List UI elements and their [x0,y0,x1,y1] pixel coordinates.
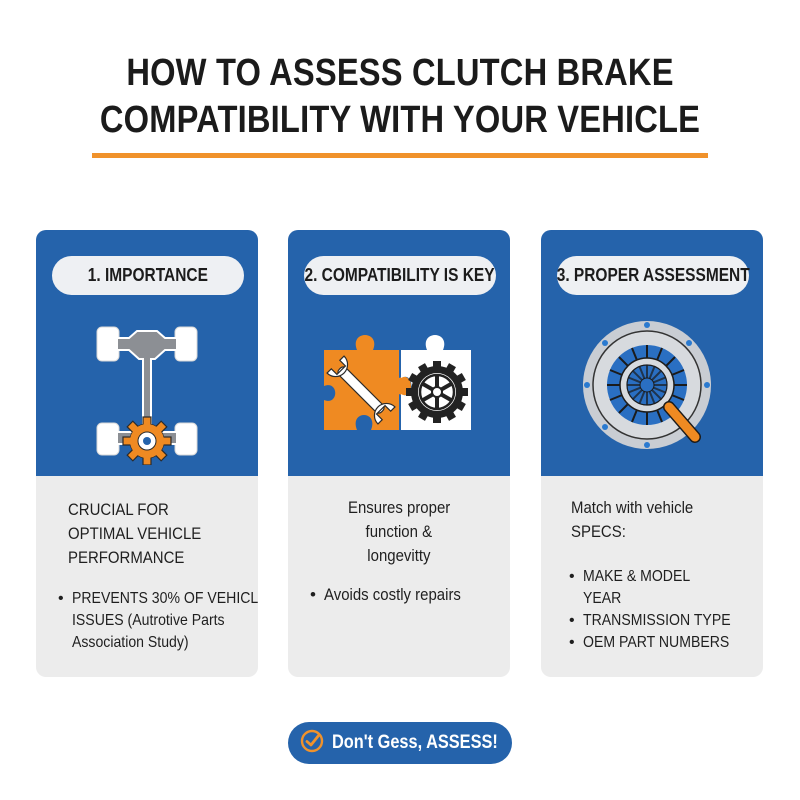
title-underline [92,153,708,158]
card-heading-pill: 1. IMPORTANCE [52,256,244,295]
bullet-dot: • [310,585,316,604]
bullet-item: • MAKE & MODEL YEAR [569,568,691,607]
card-body: Ensures proper function & longevitty • A… [288,476,510,677]
page-title: HOW TO ASSESS CLUTCH BRAKE COMPATIBILITY… [56,50,744,144]
card-body: CRUCIAL FOR OPTIMAL VEHICLE PERFORMANCE … [36,476,258,677]
card-lead-text: Ensures proper function & longevitty [347,498,451,565]
card-compatibility: 2. COMPATIBILITY IS KEY [288,230,510,677]
title-line-1: HOW TO ASSESS CLUTCH BRAKE [126,52,674,94]
card-heading: 1. IMPORTANCE [87,265,209,285]
card-heading-pill: 3. PROPER ASSESSMENT [557,256,749,295]
spec-bullet-list: • MAKE & MODEL YEAR • TRANSMISSION TYPE … [569,566,751,654]
bullet-item: • Avoids costly repairs [310,585,461,604]
bullet-dot: • [569,568,575,585]
card-body: Match with vehicle SPECS: • MAKE & MODEL… [541,476,763,677]
card-heading: 2. COMPATIBILITY IS KEY [304,265,496,285]
bullet-item: • OEM PART NUMBERS [569,632,751,654]
card-importance: 1. IMPORTANCE [36,230,258,677]
card-proper-assessment: 3. PROPER ASSESSMENT [541,230,763,677]
bullet-dot: • [569,634,575,651]
check-circle-icon [300,729,324,758]
bullet-dot: • [569,612,575,629]
puzzle-wrench-gear-icon [288,310,510,470]
card-header-panel: 1. IMPORTANCE [36,230,258,476]
bullet-item: • PREVENTS 30% OF VEHICLE ISSUES (Autrot… [58,590,258,651]
vehicle-drivetrain-gear-icon [36,310,258,470]
card-lead-text: Match with vehicle SPECS: [571,498,694,541]
bullet-item: • TRANSMISSION TYPE [569,610,751,632]
card-header-panel: 3. PROPER ASSESSMENT [541,230,763,476]
title-line-2: COMPATIBILITY WITH YOUR VEHICLE [99,99,701,141]
clutch-plate-magnifier-icon [541,310,763,470]
card-heading-pill: 2. COMPATIBILITY IS KEY [304,256,496,295]
card-lead-text: CRUCIAL FOR OPTIMAL VEHICLE PERFORMANCE [68,500,202,567]
cta-label: Don't Gess, ASSESS! [332,732,498,753]
cta-badge: Don't Gess, ASSESS! [288,722,512,764]
bullet-dot: • [58,590,64,607]
card-header-panel: 2. COMPATIBILITY IS KEY [288,230,510,476]
card-heading: 3. PROPER ASSESSMENT [556,265,750,285]
